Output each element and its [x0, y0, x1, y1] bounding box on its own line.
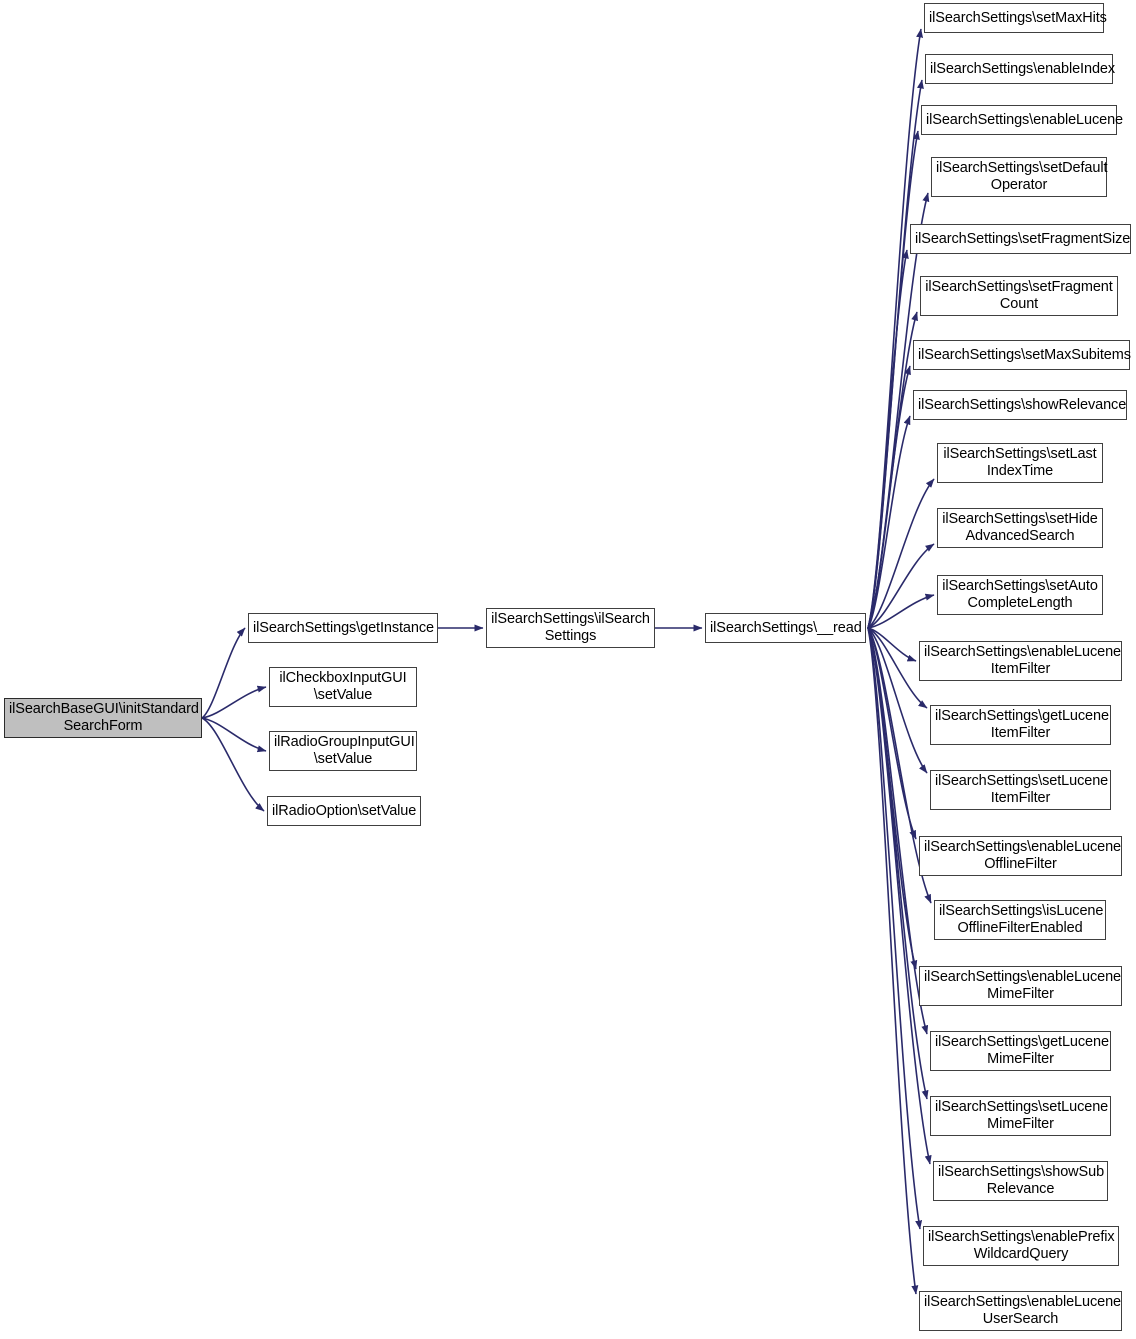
graph-node-label: ilSearchSettings\isLucene OfflineFilterE… — [939, 903, 1104, 936]
edge-read-to-setAutoCompleteLength — [867, 593, 935, 629]
graph-node-setFragmentSize[interactable]: ilSearchSettings\setFragmentSize — [910, 224, 1131, 254]
graph-node-label: ilRadioOption\setValue — [272, 802, 417, 819]
graph-node-label: ilSearchSettings\setAuto CompleteLength — [942, 578, 1098, 611]
edge-root-to-getInstance — [201, 627, 246, 719]
graph-node-radiooption[interactable]: ilRadioOption\setValue — [267, 796, 421, 826]
graph-node-label: ilSearchSettings\getLucene ItemFilter — [935, 708, 1109, 741]
graph-node-label: ilSearchSettings\setFragmentSize — [915, 230, 1131, 247]
graph-node-label: ilSearchSettings\setFragment Count — [925, 279, 1113, 312]
graph-node-setMaxSubitems[interactable]: ilSearchSettings\setMaxSubitems — [913, 340, 1131, 370]
graph-node-label: ilSearchSettings\enableLucene OfflineFil… — [924, 839, 1122, 872]
graph-node-ctor[interactable]: ilSearchSettings\ilSearch Settings — [486, 608, 655, 648]
graph-node-label: ilSearchSettings\enableLucene MimeFilter — [924, 969, 1122, 1002]
graph-node-enableLuceneMimeFilter[interactable]: ilSearchSettings\enableLucene MimeFilter — [919, 966, 1122, 1006]
graph-node-isLuceneOfflineFilterEnabled[interactable]: ilSearchSettings\isLucene OfflineFilterE… — [934, 900, 1106, 940]
graph-node-enableLuceneUserSearch[interactable]: ilSearchSettings\enableLucene UserSearch — [919, 1291, 1122, 1331]
graph-node-enableLuceneItemFilter[interactable]: ilSearchSettings\enableLucene ItemFilter — [919, 641, 1122, 681]
graph-node-label: ilSearchSettings\showSub Relevance — [938, 1164, 1105, 1197]
edge-read-to-setHideAdvancedSearch — [867, 543, 935, 629]
graph-node-radiogroup[interactable]: ilRadioGroupInputGUI \setValue — [269, 731, 417, 771]
edge-read-to-setMaxSubitems — [867, 365, 911, 629]
graph-node-label: ilCheckboxInputGUI \setValue — [279, 670, 407, 703]
graph-node-getLuceneMimeFilter[interactable]: ilSearchSettings\getLucene MimeFilter — [930, 1031, 1111, 1071]
graph-node-enablePrefixWildcardQuery[interactable]: ilSearchSettings\enablePrefix WildcardQu… — [923, 1226, 1119, 1266]
edge-read-to-enableLuceneOfflineFilter — [867, 627, 917, 840]
edge-root-to-radiogroup — [201, 717, 267, 753]
graph-node-setMaxHits[interactable]: ilSearchSettings\setMaxHits — [924, 3, 1107, 33]
edge-read-to-showRelevance — [867, 415, 911, 629]
graph-node-showRelevance[interactable]: ilSearchSettings\showRelevance — [913, 390, 1127, 420]
edge-read-to-enableLucene — [867, 130, 920, 629]
graph-node-label: ilSearchSettings\enableLucene ItemFilter — [924, 644, 1122, 677]
graph-node-read[interactable]: ilSearchSettings\__read — [705, 613, 866, 643]
graph-node-root[interactable]: ilSearchBaseGUI\initStandard SearchForm — [4, 698, 202, 738]
graph-node-label: ilSearchSettings\setHide AdvancedSearch — [942, 511, 1098, 544]
graph-node-setHideAdvancedSearch[interactable]: ilSearchSettings\setHide AdvancedSearch — [937, 508, 1103, 548]
edge-paths — [201, 28, 935, 1295]
graph-node-label: ilSearchSettings\setLucene MimeFilter — [935, 1099, 1109, 1132]
graph-node-label: ilSearchSettings\ilSearch Settings — [491, 611, 650, 644]
graph-node-enableLuceneOfflineFilter[interactable]: ilSearchSettings\enableLucene OfflineFil… — [919, 836, 1122, 876]
graph-node-label: ilSearchSettings\getInstance — [253, 619, 434, 636]
edge-read-to-showSubRelevance — [867, 627, 932, 1165]
graph-node-label: ilSearchSettings\setLast IndexTime — [943, 446, 1097, 479]
graph-node-label: ilSearchSettings\enableLucene — [926, 111, 1124, 128]
graph-node-label: ilSearchBaseGUI\initStandard SearchForm — [9, 701, 199, 734]
graph-node-setLuceneMimeFilter[interactable]: ilSearchSettings\setLucene MimeFilter — [930, 1096, 1111, 1136]
edge-root-to-radiooption — [201, 717, 265, 812]
edge-read-to-setMaxHits — [867, 28, 924, 629]
graph-node-setFragmentCount[interactable]: ilSearchSettings\setFragment Count — [920, 276, 1118, 316]
edge-read-to-enableLuceneItemFilter — [867, 627, 917, 662]
graph-node-setDefaultOperator[interactable]: ilSearchSettings\setDefault Operator — [931, 157, 1108, 197]
graph-node-label: ilSearchSettings\__read — [710, 619, 862, 636]
graph-node-label: ilSearchSettings\enableIndex — [930, 60, 1116, 77]
graph-node-label: ilSearchSettings\setMaxHits — [929, 9, 1107, 26]
graph-node-setLastIndexTime[interactable]: ilSearchSettings\setLast IndexTime — [937, 443, 1103, 483]
graph-node-checkbox[interactable]: ilCheckboxInputGUI \setValue — [269, 667, 417, 707]
edge-read-to-enableLuceneMimeFilter — [867, 627, 918, 970]
graph-node-label: ilSearchSettings\setMaxSubitems — [918, 346, 1131, 363]
graph-node-label: ilSearchSettings\getLucene MimeFilter — [935, 1034, 1109, 1067]
edge-read-to-setFragmentCount — [867, 311, 918, 629]
graph-node-label: ilSearchSettings\setDefault Operator — [936, 160, 1108, 193]
edge-read-to-setFragmentSize — [867, 249, 909, 629]
graph-node-showSubRelevance[interactable]: ilSearchSettings\showSub Relevance — [933, 1161, 1108, 1201]
graph-node-enableLucene[interactable]: ilSearchSettings\enableLucene — [921, 105, 1124, 135]
graph-node-enableIndex[interactable]: ilSearchSettings\enableIndex — [925, 54, 1116, 84]
graph-node-label: ilSearchSettings\enablePrefix WildcardQu… — [928, 1229, 1115, 1262]
graph-node-label: ilSearchSettings\showRelevance — [918, 396, 1127, 413]
graph-node-label: ilSearchSettings\enableLucene UserSearch — [924, 1294, 1122, 1327]
edge-root-to-checkbox — [201, 685, 267, 719]
graph-node-label: ilRadioGroupInputGUI \setValue — [274, 734, 415, 767]
graph-node-getInstance[interactable]: ilSearchSettings\getInstance — [248, 613, 438, 643]
graph-node-label: ilSearchSettings\setLucene ItemFilter — [935, 773, 1109, 806]
graph-node-getLuceneItemFilter[interactable]: ilSearchSettings\getLucene ItemFilter — [930, 705, 1111, 745]
edge-read-to-enableLuceneUserSearch — [867, 627, 919, 1295]
graph-node-setLuceneItemFilter[interactable]: ilSearchSettings\setLucene ItemFilter — [930, 770, 1111, 810]
graph-node-setAutoCompleteLength[interactable]: ilSearchSettings\setAuto CompleteLength — [937, 575, 1103, 615]
edge-read-to-enablePrefixWildcardQuery — [867, 627, 923, 1230]
edge-read-to-setLastIndexTime — [867, 478, 935, 629]
